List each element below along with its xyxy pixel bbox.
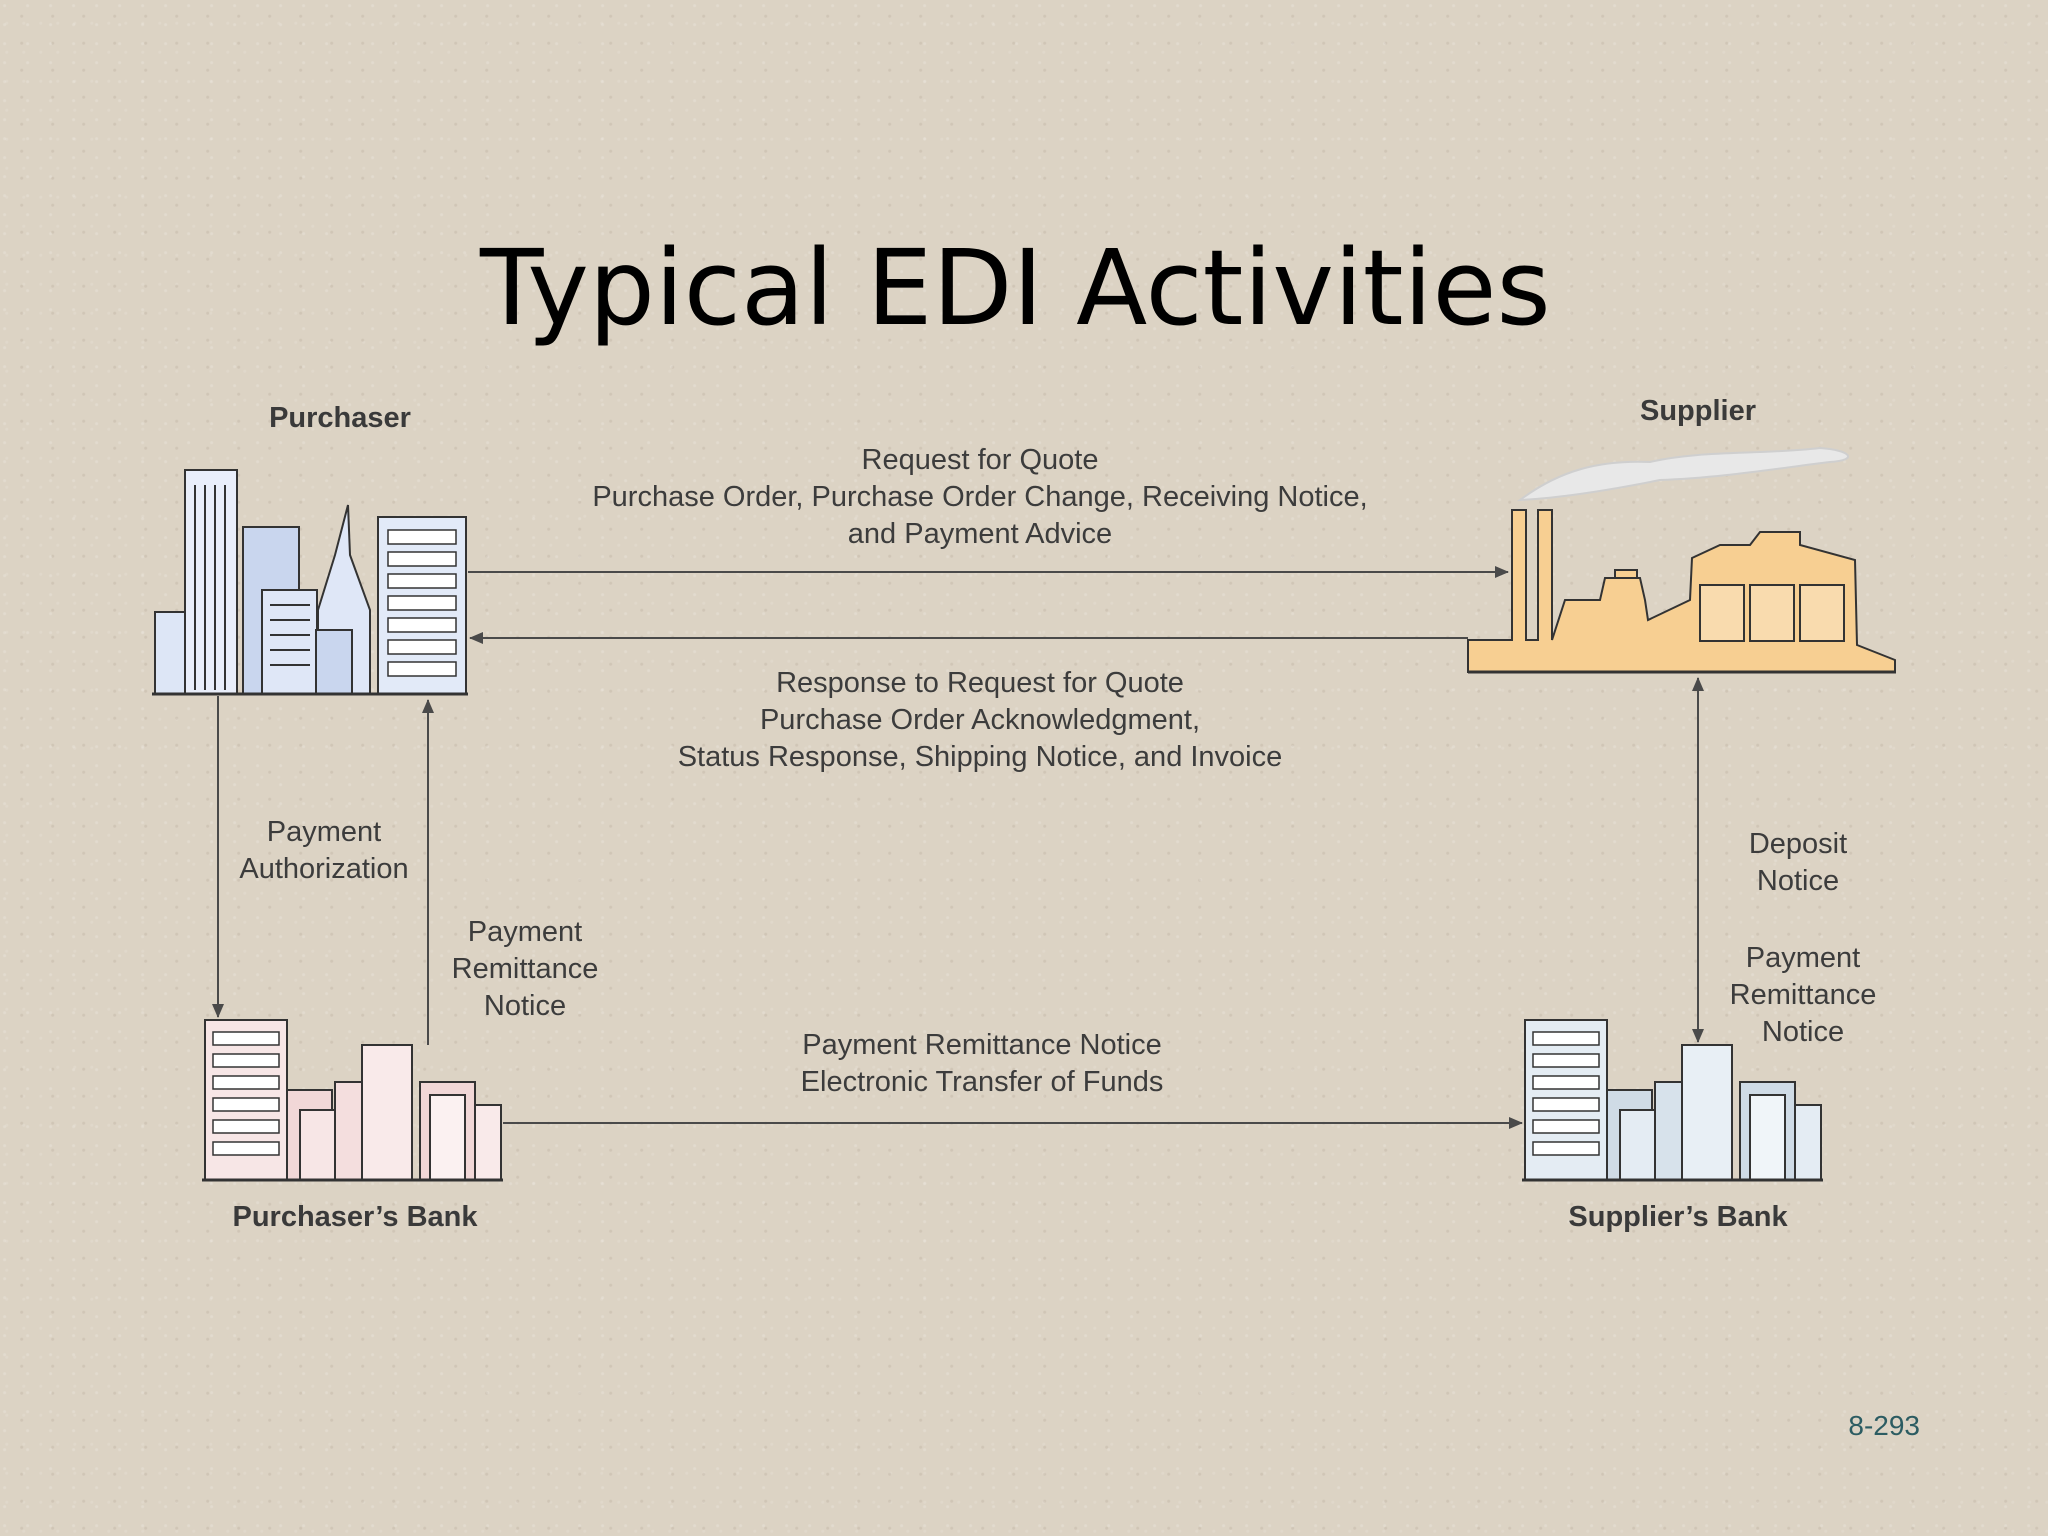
edge-label-line: Notice xyxy=(1756,865,1840,897)
edge-label-line: Notice xyxy=(1761,1016,1845,1048)
edge-label-line: Payment xyxy=(266,816,382,848)
supplier-bank-label: Supplier’s Bank xyxy=(1568,1201,1788,1233)
edge-label-line: Authorization xyxy=(239,853,409,885)
edge-label-payment-authorization: Payment Authorization xyxy=(224,814,424,888)
edge-label-line: Electronic Transfer of Funds xyxy=(800,1066,1164,1098)
supplier-factory-icon xyxy=(1467,446,1896,674)
purchaser-building-icon xyxy=(152,469,468,696)
supplier-label: Supplier xyxy=(1639,395,1756,427)
edge-label-line: Status Response, Shipping Notice, and In… xyxy=(677,741,1283,773)
edge-label-line: Purchase Order, Purchase Order Change, R… xyxy=(592,481,1368,513)
edge-label-supplier-remittance: Payment Remittance Notice xyxy=(1713,940,1893,1051)
purchaser-bank-label: Purchaser’s Bank xyxy=(232,1201,478,1233)
edge-label-line: Remittance xyxy=(451,953,599,985)
page-title: Typical EDI Activities xyxy=(480,227,1551,349)
supplier-bank-building-icon xyxy=(1522,1019,1823,1182)
purchaser-bank-building-icon xyxy=(202,1019,503,1182)
edge-label-payment-remittance: Payment Remittance Notice xyxy=(435,914,615,1025)
edge-label-line: Payment xyxy=(467,916,583,948)
edge-label-funds-transfer: Payment Remittance Notice Electronic Tra… xyxy=(682,1027,1282,1101)
edge-label-line: Deposit xyxy=(1748,828,1848,860)
edge-label-line: Payment Remittance Notice xyxy=(802,1029,1162,1061)
edge-label-request-quote: Request for Quote Purchase Order, Purcha… xyxy=(540,442,1420,553)
edge-label-deposit-notice: Deposit Notice xyxy=(1718,826,1878,900)
edge-label-line: and Payment Advice xyxy=(847,518,1113,550)
edge-label-response: Response to Request for Quote Purchase O… xyxy=(580,665,1380,776)
edge-label-line: Payment xyxy=(1745,942,1861,974)
edge-label-line: Response to Request for Quote xyxy=(776,667,1184,699)
edge-label-line: Request for Quote xyxy=(861,444,1099,476)
page-number: 8-293 xyxy=(1848,1410,1920,1441)
purchaser-label: Purchaser xyxy=(269,402,411,434)
edge-label-line: Remittance xyxy=(1729,979,1877,1011)
edge-label-line: Purchase Order Acknowledgment, xyxy=(759,704,1201,736)
edge-label-line: Notice xyxy=(483,990,567,1022)
